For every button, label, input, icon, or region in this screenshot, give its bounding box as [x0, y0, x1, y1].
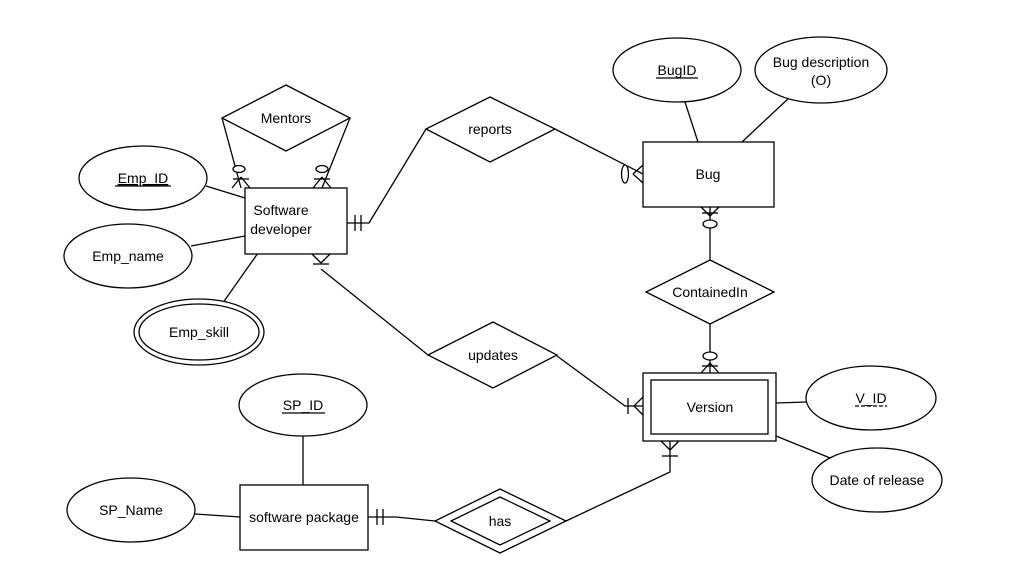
mentors-left-connector — [221, 117, 242, 189]
mentors-label: Mentors — [261, 110, 312, 126]
entity-software-developer[interactable]: Software developer — [244, 187, 348, 255]
relationship-has[interactable]: has — [433, 488, 568, 554]
software-developer-label-line1: Software — [253, 202, 308, 218]
sp-name-connector — [194, 513, 241, 518]
attribute-bug-description[interactable]: Bug description (O) — [754, 36, 888, 104]
reports-label: reports — [468, 121, 512, 137]
mentors-right-connector — [321, 117, 351, 189]
attribute-emp-name[interactable]: Emp_name — [63, 223, 193, 289]
v-id-connector — [775, 401, 807, 404]
updates-developer-crowfoot — [320, 253, 331, 264]
relationship-mentors[interactable]: Mentors — [220, 84, 352, 152]
containedin-bug-crowfoot — [700, 206, 711, 217]
updates-developer-crowfoot — [311, 253, 322, 264]
relationship-containedin[interactable]: ContainedIn — [644, 259, 776, 325]
bug-description-connector — [741, 96, 791, 143]
sp-id-label: SP_ID — [283, 397, 323, 413]
updates-label: updates — [468, 347, 518, 363]
bug-id-connector — [684, 101, 699, 143]
entity-software-package[interactable]: software package — [239, 484, 369, 551]
has-version-crowfoot — [669, 440, 680, 451]
relationship-reports[interactable]: reports — [424, 96, 557, 163]
containedin-version-crowfoot — [700, 362, 711, 374]
mentors-left-zero-marker — [232, 164, 246, 174]
bug-description-label-line2: (O) — [811, 72, 831, 88]
reports-bug-crowfoot — [632, 173, 644, 184]
updates-developer-connector — [320, 268, 429, 356]
cardinality-markers — [231, 164, 720, 525]
containedin-version-zero-marker — [702, 351, 718, 361]
emp-id-label: Emp_ID — [118, 170, 169, 186]
emp-skill-label: Emp_skill — [169, 324, 229, 340]
reports-bug-connector — [554, 128, 644, 175]
has-version-connector — [565, 441, 671, 522]
attribute-emp-id[interactable]: Emp_ID — [78, 145, 208, 211]
emp-name-label: Emp_name — [92, 248, 164, 264]
updates-version-crowfoot — [633, 396, 644, 407]
attribute-date-of-release[interactable]: Date of release — [811, 447, 943, 513]
software-developer-label-line2: developer — [250, 221, 312, 237]
bug-id-label: BugID — [658, 62, 697, 78]
version-label: Version — [687, 399, 734, 415]
reports-bug-crowfoot — [632, 164, 644, 175]
attribute-sp-id[interactable]: SP_ID — [238, 373, 368, 437]
bug-description-label-line1: Bug description — [773, 54, 870, 70]
v-id-label: V_ID — [855, 390, 886, 406]
entity-version[interactable]: Version — [642, 372, 777, 442]
reports-bug-zero-marker — [620, 164, 630, 184]
reports-developer-connector — [347, 128, 427, 224]
mentors-right-zero-marker — [315, 164, 329, 174]
bug-label: Bug — [696, 166, 721, 182]
software-package-label: software package — [249, 509, 359, 525]
updates-version-connector — [556, 355, 643, 407]
emp-name-connector — [190, 235, 246, 247]
emp-skill-connector — [219, 252, 259, 308]
relationship-updates[interactable]: updates — [426, 321, 559, 389]
has-label: has — [489, 513, 512, 529]
containedin-label: ContainedIn — [672, 284, 748, 300]
attribute-bug-id[interactable]: BugID — [612, 37, 742, 103]
has-package-connector — [368, 516, 436, 522]
sp-name-label: SP_Name — [99, 502, 163, 518]
updates-version-crowfoot — [633, 405, 644, 416]
attribute-sp-name[interactable]: SP_Name — [66, 477, 196, 543]
connectors — [190, 96, 841, 522]
attribute-v-id[interactable]: V_ID — [805, 365, 937, 431]
containedin-version-crowfoot — [709, 362, 720, 374]
has-version-crowfoot — [660, 440, 671, 451]
entity-bug[interactable]: Bug — [642, 141, 775, 208]
containedin-bug-crowfoot — [709, 206, 720, 217]
emp-id-connector — [205, 185, 246, 199]
attribute-emp-skill[interactable]: Emp_skill — [133, 298, 265, 366]
date-of-release-label: Date of release — [830, 472, 925, 488]
containedin-bug-zero-marker — [702, 219, 718, 229]
